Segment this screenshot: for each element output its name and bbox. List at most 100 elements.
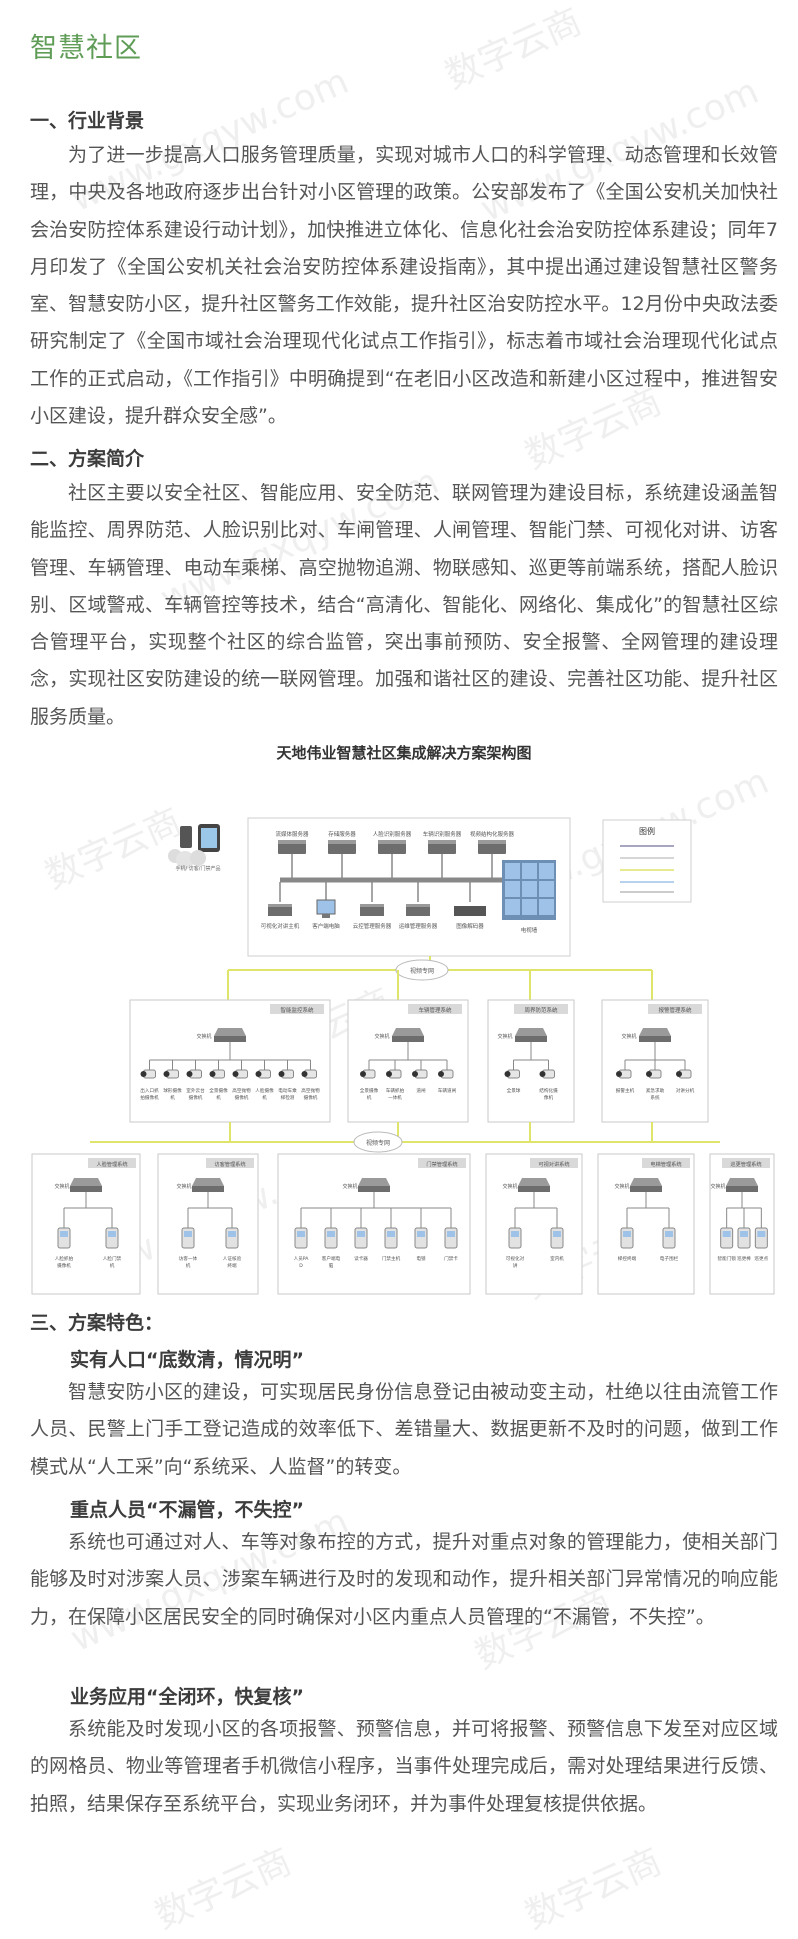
switch-icon — [214, 1028, 246, 1042]
terminal-icon — [508, 1227, 522, 1249]
device-icon — [454, 906, 486, 916]
subsystem-tag — [722, 1158, 770, 1168]
page-title: 智慧社区 — [30, 33, 142, 64]
device-label: 对讲分机 — [676, 1087, 695, 1094]
camera-icon — [186, 1069, 202, 1079]
switch-icon — [392, 1028, 424, 1042]
switch-icon — [358, 1178, 390, 1192]
switch-label: 交换机 — [342, 1183, 357, 1190]
switch-label: 交换机 — [614, 1183, 629, 1190]
device-label: 人脸抓拍 — [55, 1255, 74, 1262]
switch-label: 交换机 — [621, 1033, 636, 1040]
camera-icon — [301, 1069, 317, 1079]
device-label: 机 — [216, 1094, 221, 1101]
switch-icon — [70, 1178, 102, 1192]
server-icon — [378, 840, 406, 878]
device-label: 可视化对 — [506, 1255, 525, 1262]
switch-icon — [726, 1178, 758, 1192]
diagram-title: 天地伟业智慧社区集成解决方案架构图 — [276, 744, 532, 762]
device-label: 球形摄像 — [163, 1087, 182, 1094]
subsystem-box — [709, 1153, 775, 1295]
legend-box — [602, 819, 692, 903]
device-label: 门禁主机 — [382, 1255, 401, 1262]
switch-icon — [192, 1178, 224, 1192]
device-label: 云控管理服务器 — [353, 922, 392, 930]
device-label: 终端 — [227, 1262, 237, 1269]
architecture-diagram: 天地伟业智慧社区集成解决方案架构图 手机/ 访客/门禁产品 流媒体服务器存储服务… — [30, 742, 778, 1317]
subsystem-tag — [408, 1004, 462, 1014]
device-label: 可视化对讲主机 — [261, 922, 300, 930]
subsystem-label: 门禁管理系统 — [426, 1160, 457, 1168]
camera-icon — [412, 1069, 428, 1079]
subsystem-box — [157, 1153, 259, 1295]
switch-icon — [630, 1178, 662, 1192]
device-label: 高空抛物 — [301, 1087, 320, 1094]
switch-icon — [518, 1178, 550, 1192]
device-label: 人员PA — [294, 1256, 310, 1262]
switch-icon — [515, 1028, 547, 1042]
device-label: 读卡器 — [354, 1255, 368, 1262]
device-label: 巡更棒 — [737, 1255, 751, 1262]
subsystem-label: 人脸管理系统 — [96, 1160, 127, 1168]
camera-icon — [209, 1069, 225, 1079]
section-heading-features: 三、方案特色： — [30, 1312, 164, 1334]
subsystem-tag — [206, 1158, 254, 1168]
device-label: 全景球 — [507, 1087, 521, 1094]
device-label: 机 — [186, 1262, 191, 1269]
device-label: 摄像机 — [189, 1094, 203, 1101]
switch-label: 交换机 — [710, 1183, 725, 1190]
device-label: 门禁卡 — [444, 1255, 458, 1262]
device-label: 摄像机 — [235, 1094, 249, 1101]
section-paragraph-overview: 社区主要以安全社区、智能应用、安全防范、联网管理为建设目标，系统建设涵盖智能监控… — [30, 482, 778, 728]
camera-icon — [616, 1069, 632, 1079]
device-label: 全景摄像 — [209, 1087, 228, 1094]
switch-label: 交换机 — [374, 1033, 389, 1040]
device-label: 智能门锁 — [717, 1255, 736, 1262]
device-icon — [360, 904, 384, 916]
switch-label: 交换机 — [176, 1183, 191, 1190]
server-icon — [428, 840, 456, 878]
device-icon — [268, 904, 292, 916]
device-label: D — [299, 1263, 303, 1269]
network-label-lower: 视频专网 — [366, 1139, 390, 1147]
device-label: 道闸 — [416, 1087, 426, 1094]
device-label: 电动车乘 — [278, 1087, 297, 1094]
network-label-upper: 视频专网 — [410, 967, 434, 975]
subsystem-label: 周界防范系统 — [524, 1006, 558, 1014]
device-label: 梯检测 — [281, 1094, 295, 1101]
terminal-icon — [354, 1227, 368, 1249]
subsystem-label: 巡更管理系统 — [730, 1160, 761, 1168]
device-label: 车辆道闸 — [438, 1087, 457, 1094]
device-label: 电子围栏 — [660, 1255, 679, 1262]
server-icon — [278, 840, 306, 878]
device-label: 全景摄像 — [360, 1087, 379, 1094]
camera-icon — [255, 1069, 271, 1079]
feature-title-2: 重点人员“不漏管，不失控” — [70, 1499, 304, 1521]
subsystem-tag — [648, 1004, 702, 1014]
device-label: 高空抛物 — [232, 1087, 251, 1094]
device-label: 结构化摄 — [539, 1087, 558, 1094]
subsystem-label: 访客管理系统 — [214, 1160, 245, 1168]
cloud-icon — [395, 959, 449, 981]
cloud-icon — [353, 1131, 403, 1153]
subsystem-box — [31, 1153, 141, 1295]
watermark: 数字云商 — [519, 1841, 668, 1938]
subsystem-box — [487, 999, 575, 1123]
camera-icon — [646, 1069, 662, 1079]
camera-icon — [676, 1069, 692, 1079]
device-label: 一体机 — [388, 1094, 402, 1101]
terminal-icon — [384, 1227, 398, 1249]
terminal-icon — [225, 1227, 239, 1249]
switch-icon — [639, 1028, 671, 1042]
watermark: 数字云商 — [439, 1, 588, 98]
camera-icon — [278, 1069, 294, 1079]
section-heading-background: 一、行业背景 — [30, 110, 145, 132]
device-label: 摄像机 — [304, 1094, 318, 1101]
device-icon — [406, 904, 430, 916]
device-label: 人证核验 — [223, 1255, 242, 1262]
subsystem-box — [597, 1153, 695, 1295]
device-label: 机 — [262, 1094, 267, 1101]
server-label: 车辆识别服务器 — [423, 830, 462, 838]
terminal-icon — [324, 1227, 338, 1249]
